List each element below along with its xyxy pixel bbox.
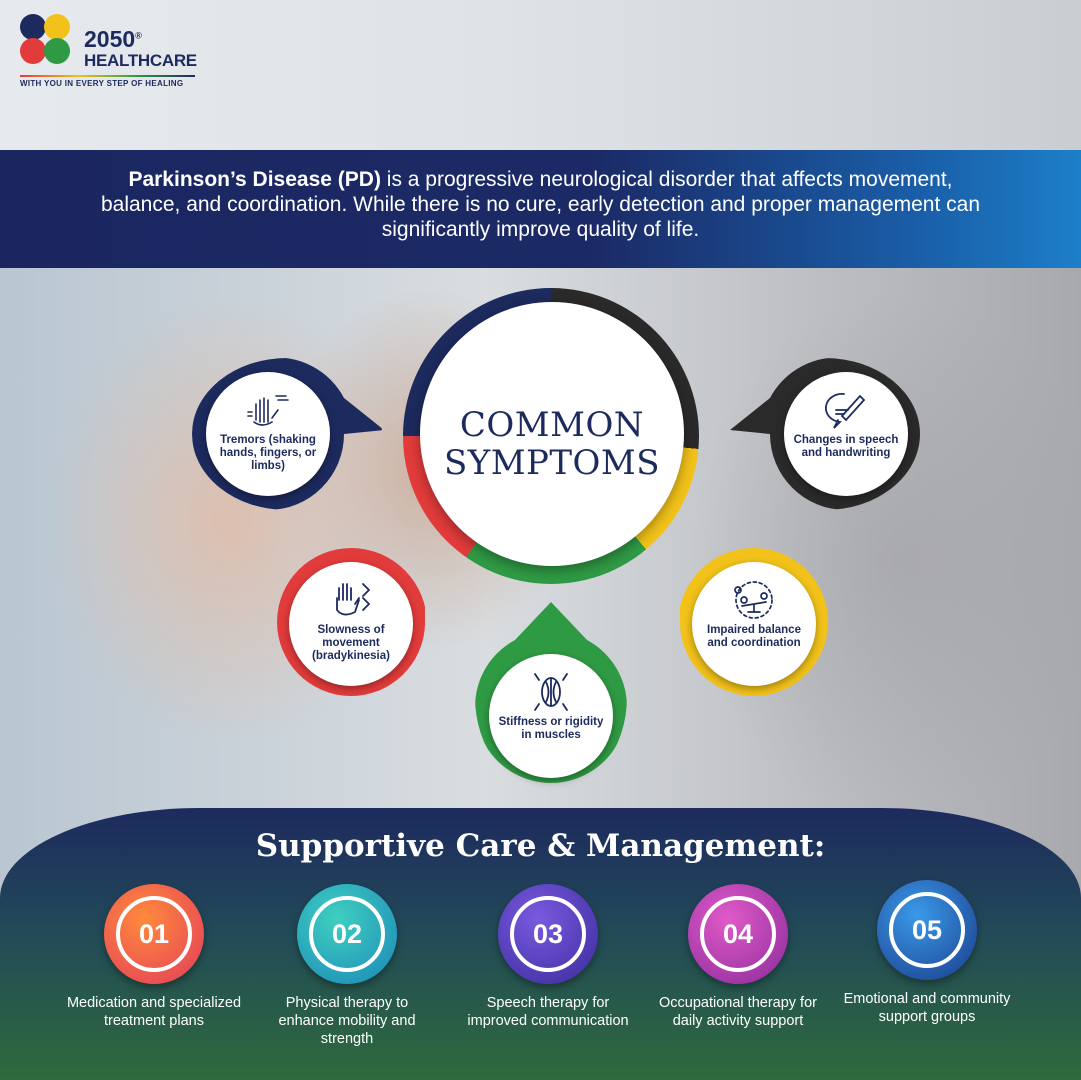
step-number-ring: 05 bbox=[889, 892, 965, 968]
symptom-card: Tremors (shaking hands, fingers, or limb… bbox=[206, 372, 330, 496]
step-text: Emotional and community support groups bbox=[843, 991, 1011, 1025]
step-number-ring: 01 bbox=[116, 896, 192, 972]
symptom-speech: Changes in speech and handwriting bbox=[730, 358, 922, 510]
step-number: 01 bbox=[138, 919, 170, 949]
step-number: 02 bbox=[331, 919, 363, 949]
intro-bold: Parkinson’s Disease (PD) bbox=[128, 168, 381, 191]
logo-name: HEALTHCARE bbox=[84, 51, 197, 70]
step-badge: 01 bbox=[104, 884, 204, 984]
logo-tagline: WITH YOU IN EVERY STEP OF HEALING bbox=[20, 79, 184, 88]
step-text: Medication and specialized treatment pla… bbox=[66, 995, 242, 1029]
symptom-label: Changes in speech and handwriting bbox=[793, 434, 899, 459]
brand-logo: 2050® HEALTHCARE WITH YOU IN EVERY STEP … bbox=[20, 14, 210, 94]
balance-scale-icon bbox=[734, 581, 773, 619]
step-number-ring: 02 bbox=[309, 896, 385, 972]
symptom-card: Slowness of movement (bradykinesia) bbox=[289, 562, 413, 686]
logo-divider bbox=[20, 75, 195, 77]
symptom-card: Stiffness or rigidity in muscles bbox=[489, 654, 613, 778]
symptom-tremors: Tremors (shaking hands, fingers, or limb… bbox=[192, 358, 382, 510]
step-badge: 02 bbox=[297, 884, 397, 984]
speech-pen-icon bbox=[825, 393, 866, 429]
logo-dot-red bbox=[20, 38, 46, 64]
symptom-label: Tremors (shaking hands, fingers, or limb… bbox=[219, 434, 317, 472]
intro-banner: Parkinson’s Disease (PD) is a progressiv… bbox=[0, 150, 1081, 268]
step-badge: 03 bbox=[498, 884, 598, 984]
muscle-icon bbox=[534, 673, 568, 711]
intro-body: is a progressive neurological disorder t… bbox=[100, 168, 981, 241]
logo-number: 2050® bbox=[84, 26, 142, 52]
step-number-ring: 04 bbox=[700, 896, 776, 972]
step-text: Occupational therapy for daily activity … bbox=[659, 995, 817, 1029]
step-text: Physical therapy to enhance mobility and… bbox=[278, 995, 416, 1047]
step-badge: 04 bbox=[688, 884, 788, 984]
intro-text: Parkinson’s Disease (PD) is a progressiv… bbox=[91, 167, 991, 242]
symptom-card: Impaired balance and coordination bbox=[692, 562, 816, 686]
step-number: 05 bbox=[911, 915, 943, 945]
step-number: 03 bbox=[532, 919, 564, 949]
symptom-label: Stiffness or rigidity in muscles bbox=[498, 716, 604, 741]
care-title: Supportive Care & Management: bbox=[255, 828, 826, 864]
symptom-label: Impaired balance and coordination bbox=[707, 624, 801, 649]
raised-hand-icon bbox=[336, 583, 370, 616]
symptom-stiffness: Stiffness or rigidity in muscles bbox=[475, 602, 627, 792]
step-text: Speech therapy for improved communicatio… bbox=[467, 995, 629, 1029]
symptom-slowness: Slowness of movement (bradykinesia) bbox=[275, 548, 427, 700]
logo-dot-green bbox=[44, 38, 70, 64]
logo-dot-yellow bbox=[44, 14, 70, 40]
shaking-hands-icon bbox=[247, 395, 289, 426]
logo-dot-navy bbox=[20, 14, 46, 40]
step-number: 04 bbox=[722, 919, 754, 949]
symptom-label: Slowness of movement (bradykinesia) bbox=[312, 624, 390, 662]
step-number-ring: 03 bbox=[510, 896, 586, 972]
symptom-balance: Impaired balance and coordination bbox=[678, 548, 830, 700]
symptom-card: Changes in speech and handwriting bbox=[784, 372, 908, 496]
step-badge: 05 bbox=[877, 880, 977, 980]
